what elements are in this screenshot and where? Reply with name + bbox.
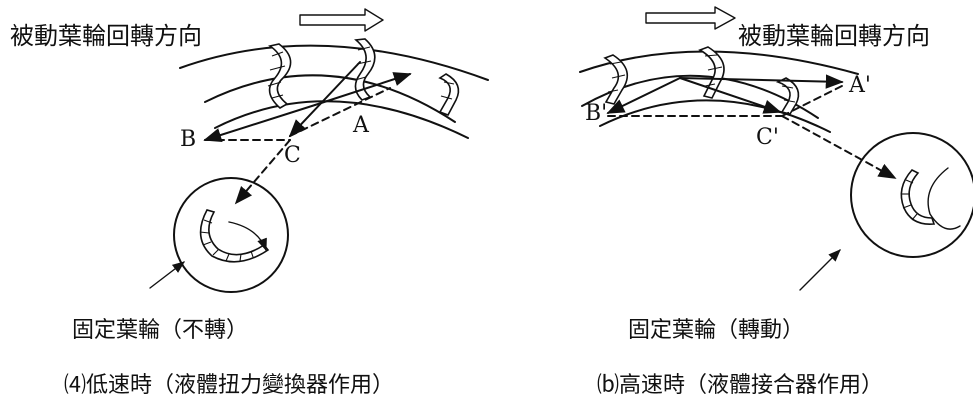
turbine-blade: [603, 54, 629, 105]
stator-flow-arrow: [228, 221, 267, 252]
caption-high-speed: ⒝高速時（液體接合器作用）: [597, 373, 883, 398]
dashed-line-c-a: [781, 85, 843, 117]
panel-low-speed: 被動葉輪回轉方向 B C: [10, 8, 489, 398]
stator-circle: [173, 177, 289, 293]
dashed-line-c-a: [289, 87, 391, 137]
velocity-vector-b: [606, 77, 681, 114]
rotation-direction-label: 被動葉輪回轉方向: [10, 22, 202, 50]
turbine-middle-arc: [204, 74, 456, 123]
stator-circle: [850, 132, 973, 258]
rotation-direction-arrow: [299, 8, 384, 32]
turbine-blade: [267, 43, 292, 109]
stator-pointer-arrow: [799, 249, 841, 291]
panel-high-speed: 被動葉輪回轉方向 B' C' A': [579, 6, 973, 398]
flow-to-stator-line: [781, 115, 897, 179]
label-c: C: [284, 143, 301, 168]
stator-blade-outline: [927, 167, 961, 230]
label-b: B': [585, 101, 607, 126]
stator-label: 固定葉輪（不轉）: [72, 318, 248, 343]
turbine-blade: [698, 46, 725, 99]
velocity-vector-c: [288, 61, 361, 138]
velocity-vector-c: [679, 77, 782, 114]
flow-to-stator-line: [234, 139, 291, 205]
stator-label: 固定葉輪（轉動）: [628, 318, 804, 343]
turbine-inner-arc: [214, 100, 469, 139]
turbine-blade: [438, 73, 460, 116]
label-a: A: [352, 113, 370, 138]
stator-pointer-arrow: [149, 261, 186, 289]
caption-low-speed: ⑷低速時（液體扭力變換器作用）: [64, 373, 394, 398]
turbine-blade: [775, 77, 800, 115]
rotation-direction-arrow: [645, 6, 736, 30]
stator-blade: [199, 209, 270, 263]
turbine-inner-arc: [599, 99, 831, 133]
label-c: C': [756, 125, 779, 150]
velocity-vector-a: [314, 72, 412, 106]
velocity-vector-b: [203, 104, 316, 142]
turbine-outer-arc: [179, 44, 489, 81]
rotation-direction-label: 被動葉輪回轉方向: [738, 22, 930, 50]
label-b: B: [180, 127, 196, 152]
velocity-vector-a: [679, 74, 844, 89]
label-a: A': [848, 73, 871, 98]
